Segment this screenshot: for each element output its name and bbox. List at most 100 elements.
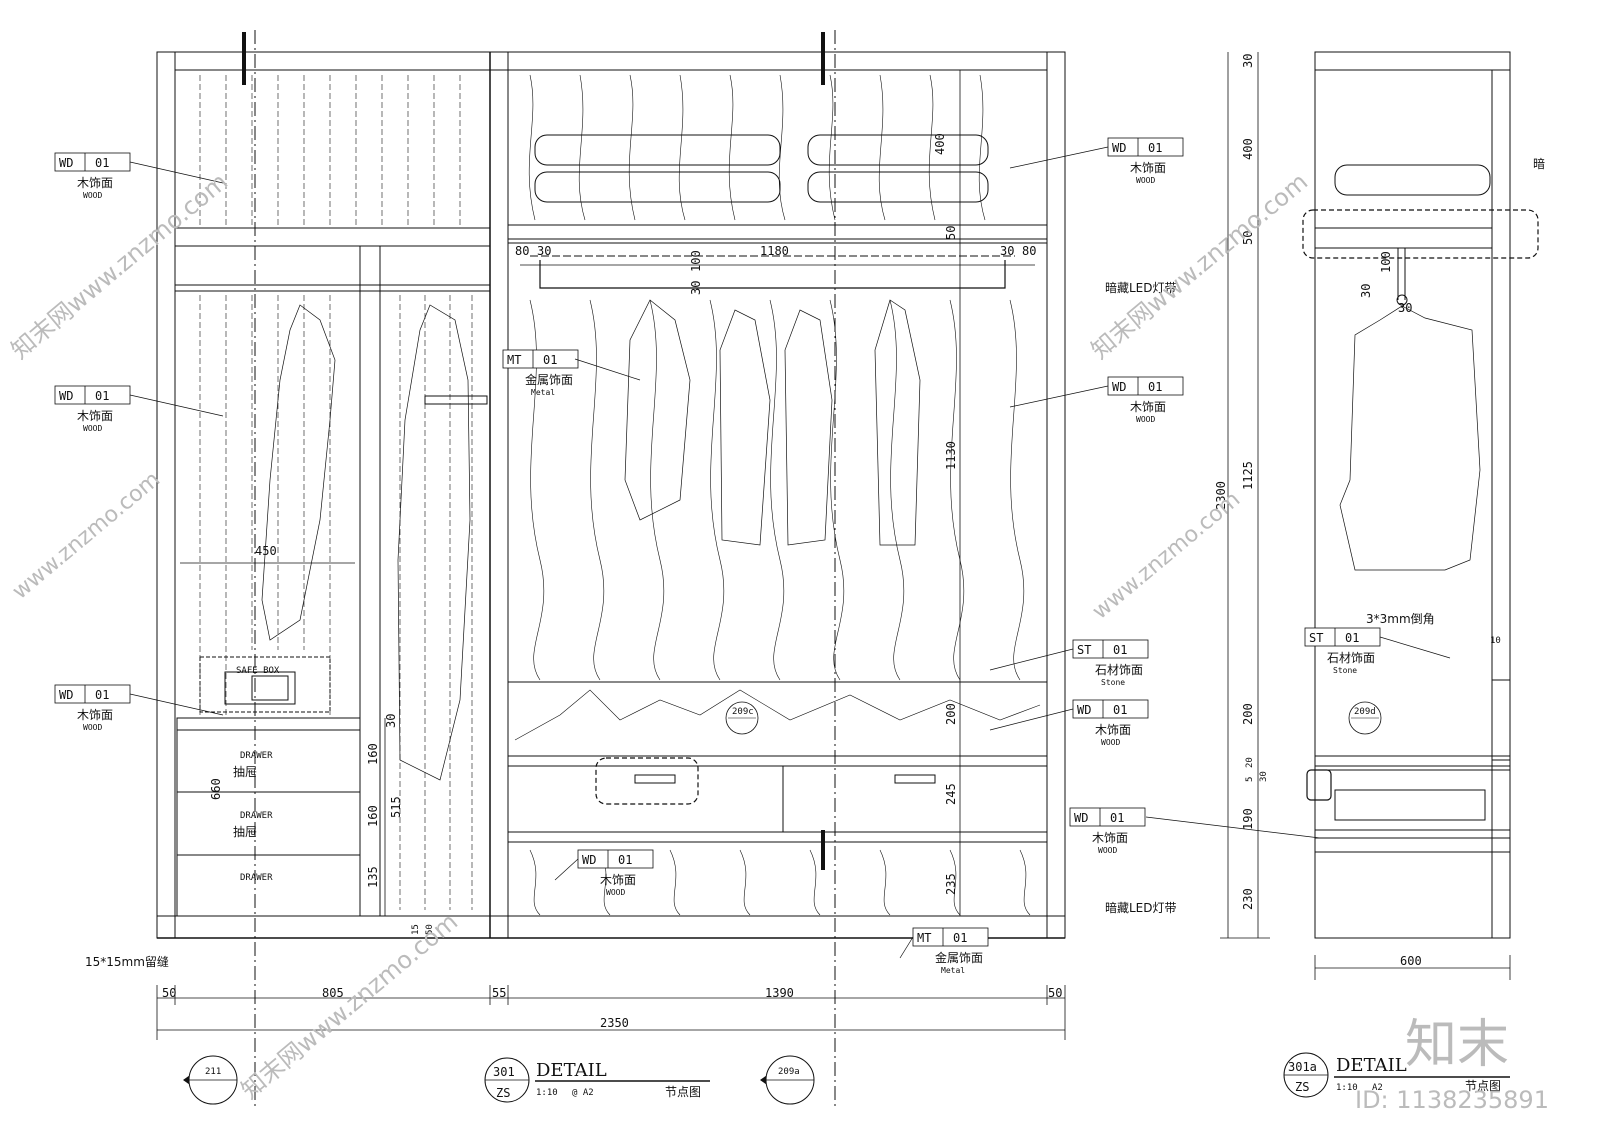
tag-code: WD (1074, 811, 1088, 825)
tag-material-cn: 木饰面 (77, 708, 113, 722)
dim-bottom-2: 805 (322, 986, 344, 1000)
title-301a-cn: 节点图 (1465, 1079, 1501, 1093)
tag-number: 01 (95, 156, 109, 170)
title-301-paper: @ A2 (572, 1088, 594, 1098)
title-block-301a: 301a ZS DETAIL 1:10 A2 节点图 (1283, 1052, 1510, 1098)
tag-number: 01 (953, 931, 967, 945)
sec-dim-total: 2300 (1214, 481, 1228, 510)
sec-dim-6: 20 (1245, 757, 1255, 768)
tag-material-en: WOOD (1101, 738, 1120, 747)
title-block-301: 301 ZS DETAIL 1:10 @ A2 节点图 (484, 1057, 710, 1103)
tag-material-cn: 木饰面 (1092, 831, 1128, 845)
safe-box-label: SAFE BOX (236, 666, 280, 676)
tag-material-cn: 石材饰面 (1327, 651, 1375, 665)
tag-material-cn: 木饰面 (77, 176, 113, 190)
dim-drawer-3: 160 (366, 805, 380, 827)
wardrobe-elevation (156, 30, 1066, 1110)
right-panel-grain (528, 74, 1031, 916)
tag-code: WD (59, 688, 73, 702)
dim-bottom-5: 50 (1048, 986, 1062, 1000)
wardrobe-section (1302, 51, 1539, 939)
tag-material-en: WOOD (1098, 846, 1117, 855)
dim-drawer-6: 660 (209, 778, 223, 800)
title-301-scale: 1:10 (536, 1088, 558, 1098)
tag-number: 01 (1345, 631, 1359, 645)
dim-vert-3: 1130 (944, 441, 958, 470)
bubble-209d: 209d (1354, 707, 1376, 717)
sec-dim-1: 30 (1241, 54, 1255, 68)
tag-code: MT (507, 353, 521, 367)
tag-code: WD (1112, 141, 1126, 155)
dim-rod-2: 30 (689, 281, 703, 295)
tag-number: 01 (1113, 703, 1127, 717)
dim-drawer-4: 135 (366, 866, 380, 888)
tag-material-en: Stone (1101, 678, 1125, 687)
tag-material-cn: 木饰面 (1130, 161, 1166, 175)
tag-number: 01 (1148, 380, 1162, 394)
tag-number: 01 (1148, 141, 1162, 155)
dim-top-1: 80 (515, 244, 529, 258)
section-dimension-texts: 30 400 50 1125 200 20 5 30 190 230 2300 … (1214, 54, 1545, 968)
title-301-num: 301 (493, 1065, 515, 1079)
dim-plinth-2: 50 (425, 924, 435, 935)
tag-code: WD (1112, 380, 1126, 394)
detail-bubbles: 209c 209d (725, 701, 1382, 735)
dim-total: 2350 (600, 1016, 629, 1030)
title-301a-name: DETAIL (1336, 1055, 1407, 1076)
dim-top-5: 80 (1022, 244, 1036, 258)
callout-211: 211 (205, 1067, 221, 1077)
callout-209a: 209a (778, 1067, 800, 1077)
tag-code: ST (1077, 643, 1091, 657)
tag-material-en: WOOD (1136, 176, 1155, 185)
section-dimensions (1220, 52, 1511, 980)
tag-number: 01 (95, 389, 109, 403)
watermark-site-2: www.znzmo.com (1088, 487, 1245, 625)
tag-number: 01 (95, 688, 109, 702)
elevation-notes: SAFE BOX DRAWER 抽屉 DRAWER 抽屉 DRAWER 暗藏LE… (85, 280, 1177, 969)
sec-dim-9: 190 (1241, 808, 1255, 830)
elevation-dimension-texts: 50 805 55 1390 50 2350 80 30 1180 30 80 … (162, 133, 1062, 1030)
watermark-id: ID: 1138235891 (1355, 1086, 1549, 1114)
led-note-bottom: 暗藏LED灯带 (1105, 900, 1177, 915)
gap-note: 15*15mm留缝 (85, 954, 169, 969)
watermark-brand: 知末 (1405, 1015, 1509, 1075)
title-301-name: DETAIL (536, 1060, 607, 1081)
tag-material-en: WOOD (1136, 415, 1155, 424)
tag-code: MT (917, 931, 931, 945)
chamfer-note: 3*3mm倒角 (1366, 612, 1435, 626)
tag-number: 01 (1113, 643, 1127, 657)
tag-material-en: WOOD (83, 723, 102, 732)
dim-bottom-4: 1390 (765, 986, 794, 1000)
sec-dim-7: 5 (1245, 777, 1255, 782)
tag-material-en: WOOD (83, 191, 102, 200)
section-markers: 211 209a (183, 1055, 815, 1105)
elevation-dimensions (156, 70, 1066, 1040)
tag-material-cn: 金属饰面 (935, 950, 983, 965)
dim-vert-4: 200 (944, 703, 958, 725)
tag-material-cn: 木饰面 (600, 873, 636, 887)
elevation-outline (156, 51, 1066, 939)
sec-width: 600 (1400, 954, 1422, 968)
dim-top-4: 30 (1000, 244, 1014, 258)
tag-material-en: WOOD (83, 424, 102, 433)
watermark-repeat-1: 知末网www.znzmo.com (6, 168, 233, 365)
tag-material-cn: 木饰面 (77, 409, 113, 423)
tag-number: 01 (618, 853, 632, 867)
tag-material-en: Metal (941, 966, 965, 975)
tag-material-cn: 金属饰面 (525, 372, 573, 387)
dim-rod-1: 100 (689, 250, 703, 272)
left-panel-veneer-lines (199, 75, 473, 910)
bubble-209c: 209c (732, 707, 754, 717)
drawer-label-1: DRAWER (240, 751, 273, 761)
title-301-cn: 节点图 (665, 1085, 701, 1099)
sec-dim-2: 400 (1241, 138, 1255, 160)
tag-material-cn: 木饰面 (1130, 400, 1166, 414)
dim-vert-6: 235 (944, 873, 958, 895)
